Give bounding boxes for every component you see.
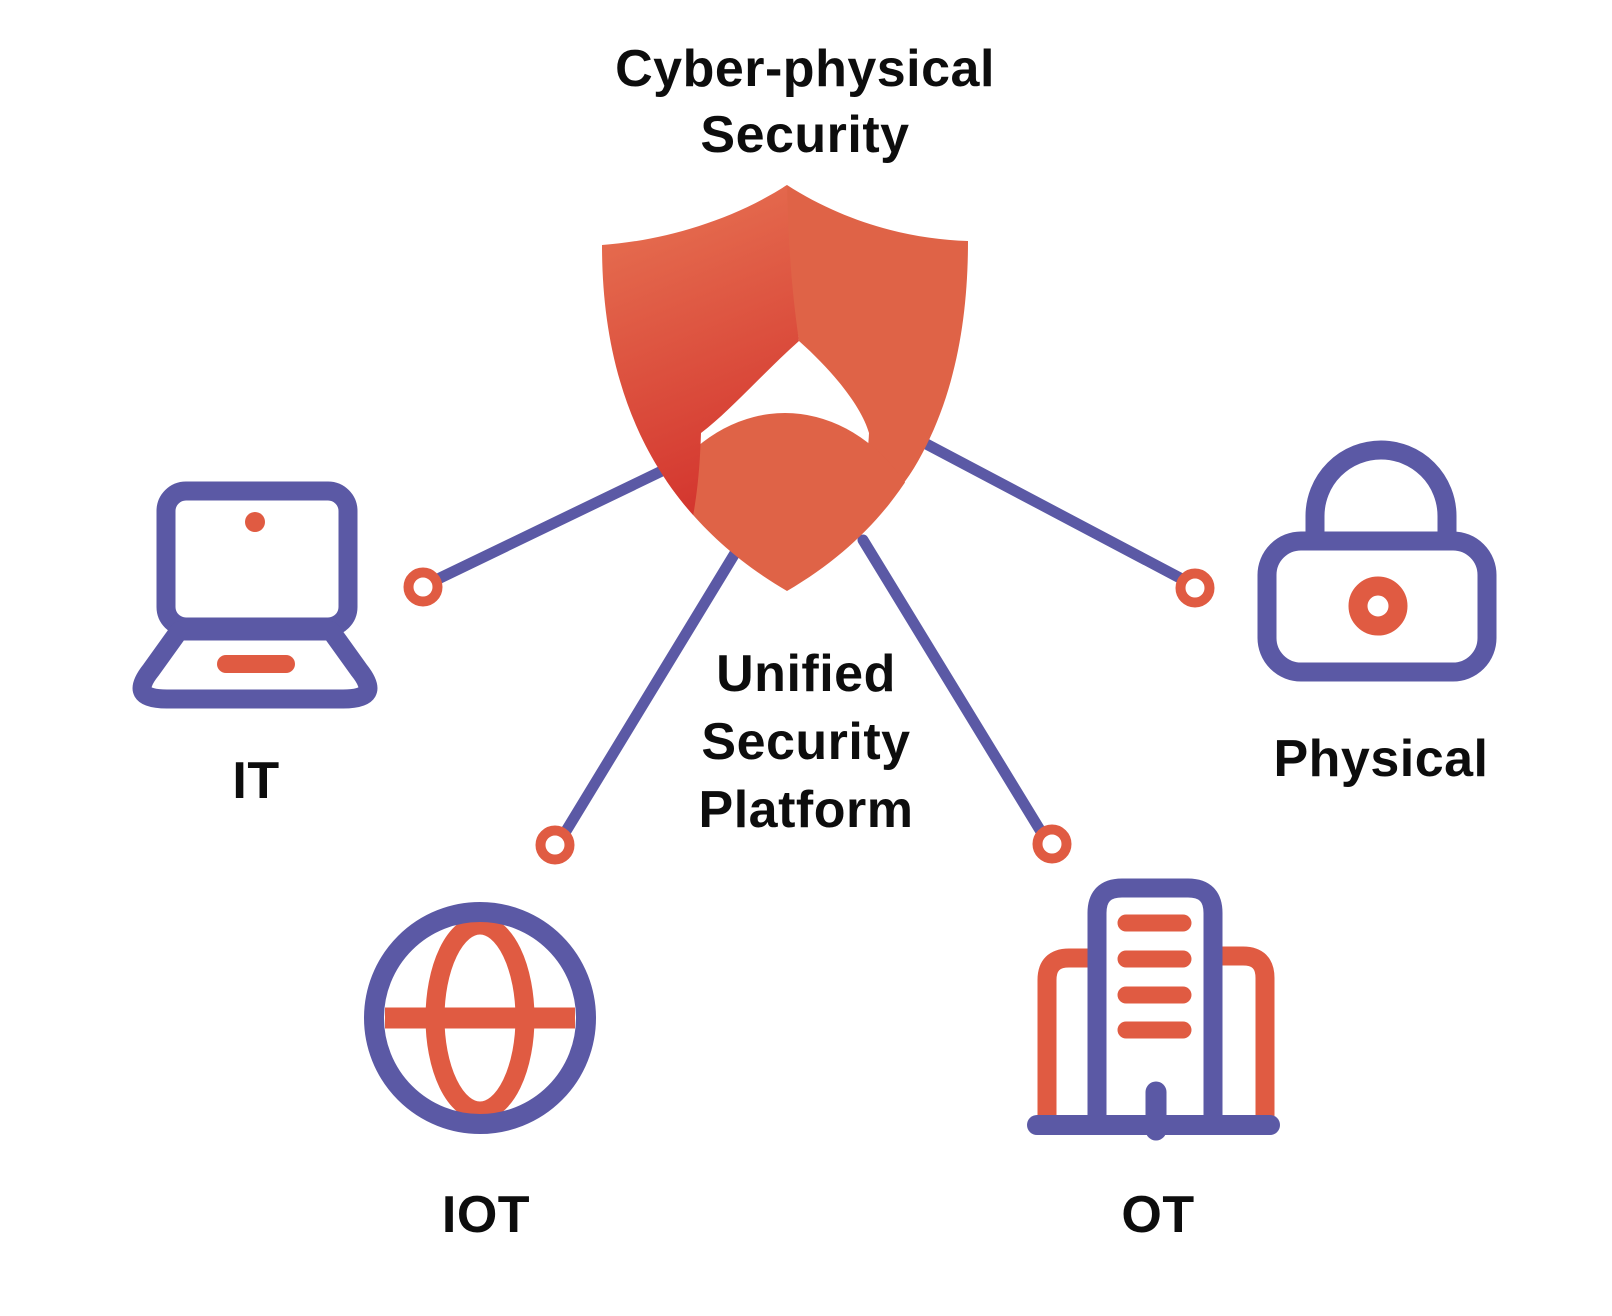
laptop-icon: [132, 481, 378, 709]
connector-line-ot: [857, 534, 1046, 836]
laptop-screen: [156, 481, 358, 637]
building-icon: [1027, 878, 1280, 1141]
node-label-iot: IOT: [441, 1186, 531, 1244]
connector-line-iot: [560, 539, 746, 837]
node-label-it: IT: [232, 752, 280, 810]
lock-keyhole: [1348, 576, 1408, 636]
shield-right-petal: [783, 185, 968, 589]
platform-label: Unified Security Platform: [699, 640, 914, 844]
connector-node-dot-it: [403, 567, 443, 607]
lock-icon: [1257, 440, 1497, 682]
connector-line-physical: [909, 432, 1186, 584]
shield-icon: [602, 185, 968, 591]
connector-node-dot-ot: [1032, 824, 1072, 864]
building-right-wing: [1185, 946, 1275, 1134]
diagram-title-line1: Cyber-physical: [615, 40, 995, 98]
connector-node-dot-iot: [535, 825, 575, 865]
globe-icon: [364, 902, 596, 1134]
platform-label-line2: Security: [701, 713, 911, 771]
laptop-camera-dot: [245, 512, 265, 532]
shield-bottom-lobe: [625, 413, 945, 591]
building-left-wing: [1037, 948, 1127, 1134]
diagram-title-line2: Security: [700, 106, 910, 164]
platform-label-line1: Unified: [716, 645, 896, 703]
building-tower: [1087, 878, 1223, 1132]
laptop-touchpad-bar: [217, 655, 295, 673]
node-label-physical: Physical: [1273, 730, 1489, 788]
connector-node-dot-physical: [1175, 568, 1215, 608]
lock-shackle: [1305, 440, 1457, 542]
diagram-title: Cyber-physical Security: [615, 36, 995, 168]
node-label-ot: OT: [1121, 1186, 1195, 1244]
platform-label-line3: Platform: [698, 781, 914, 839]
connector-line-it: [434, 449, 701, 584]
globe-outline: [364, 902, 596, 1134]
